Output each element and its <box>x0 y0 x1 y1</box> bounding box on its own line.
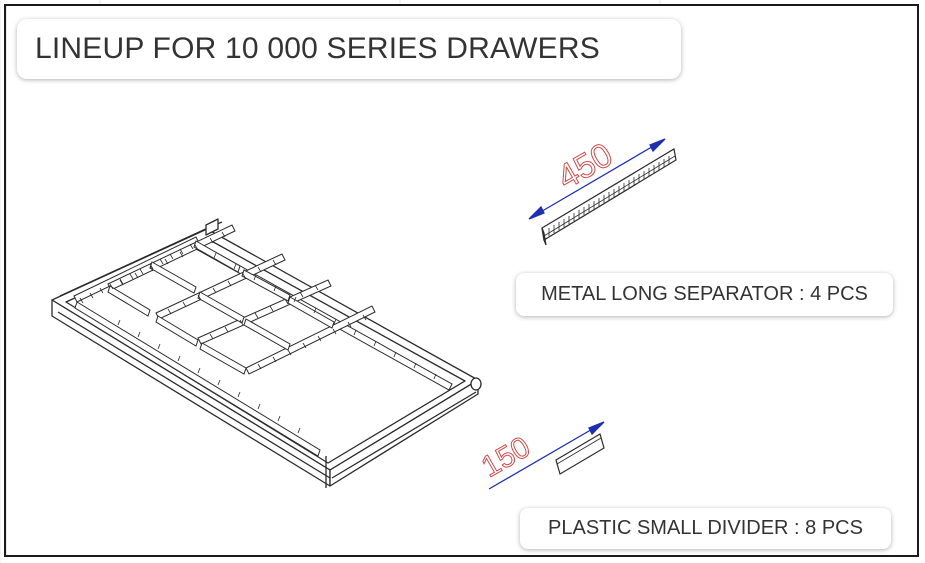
divider-label-card: PLASTIC SMALL DIVIDER : 8 PCS <box>520 508 891 549</box>
tray-slot-rails <box>73 224 453 457</box>
drawer-tray-illustration <box>51 218 482 488</box>
separator-label-card: METAL LONG SEPARATOR : 4 PCS <box>516 273 893 316</box>
title-card: LINEUP FOR 10 000 SERIES DRAWERS <box>17 19 681 79</box>
plastic-small-divider-illustration <box>555 433 605 475</box>
divider-dimension-label: 150 <box>476 430 536 484</box>
separator-dimension-arrow <box>528 138 666 220</box>
tray-slot-hatching <box>79 231 437 434</box>
page-title: LINEUP FOR 10 000 SERIES DRAWERS <box>35 32 600 65</box>
divider-label: PLASTIC SMALL DIVIDER : 8 PCS <box>548 517 863 539</box>
divider-dimension-arrow <box>488 421 605 490</box>
separator-slot-hatching <box>548 156 670 236</box>
separator-label: METAL LONG SEPARATOR : 4 PCS <box>541 283 868 305</box>
